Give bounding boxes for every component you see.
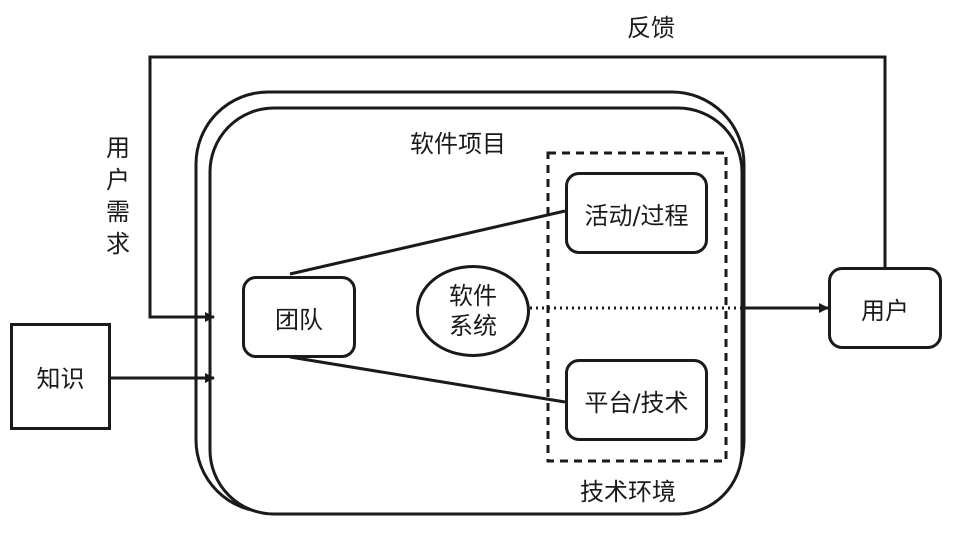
platform-tech-label: 平台/技术 xyxy=(584,388,689,417)
user-needs-char-1: 用 xyxy=(106,134,130,162)
user-needs-char-4: 求 xyxy=(106,230,130,258)
feedback-line xyxy=(148,55,887,322)
feedback-label: 反馈 xyxy=(627,14,675,42)
tech-environment-label: 技术环境 xyxy=(580,478,676,506)
user-needs-char-3: 需 xyxy=(106,198,130,226)
activity-process-label: 活动/过程 xyxy=(584,201,689,230)
user-needs-char-2: 户 xyxy=(106,166,130,194)
user-label: 用户 xyxy=(861,296,909,325)
knowledge-label: 知识 xyxy=(36,365,85,393)
software-system-line2: 系统 xyxy=(449,312,497,340)
team-to-activity-line xyxy=(289,209,566,276)
team-to-platform-line xyxy=(289,355,566,404)
software-project-label: 软件项目 xyxy=(410,130,506,158)
user-needs-label: 用 户 需 求 xyxy=(104,132,132,260)
team-node: 团队 xyxy=(242,276,356,358)
software-system-line1: 软件 xyxy=(449,282,497,310)
team-label: 团队 xyxy=(275,305,323,334)
user-node: 用户 xyxy=(828,267,942,349)
platform-tech-node: 平台/技术 xyxy=(565,359,708,441)
knowledge-node: 知识 xyxy=(10,323,111,430)
software-system-node: 软件 系统 xyxy=(416,265,530,357)
activity-process-node: 活动/过程 xyxy=(565,172,708,254)
